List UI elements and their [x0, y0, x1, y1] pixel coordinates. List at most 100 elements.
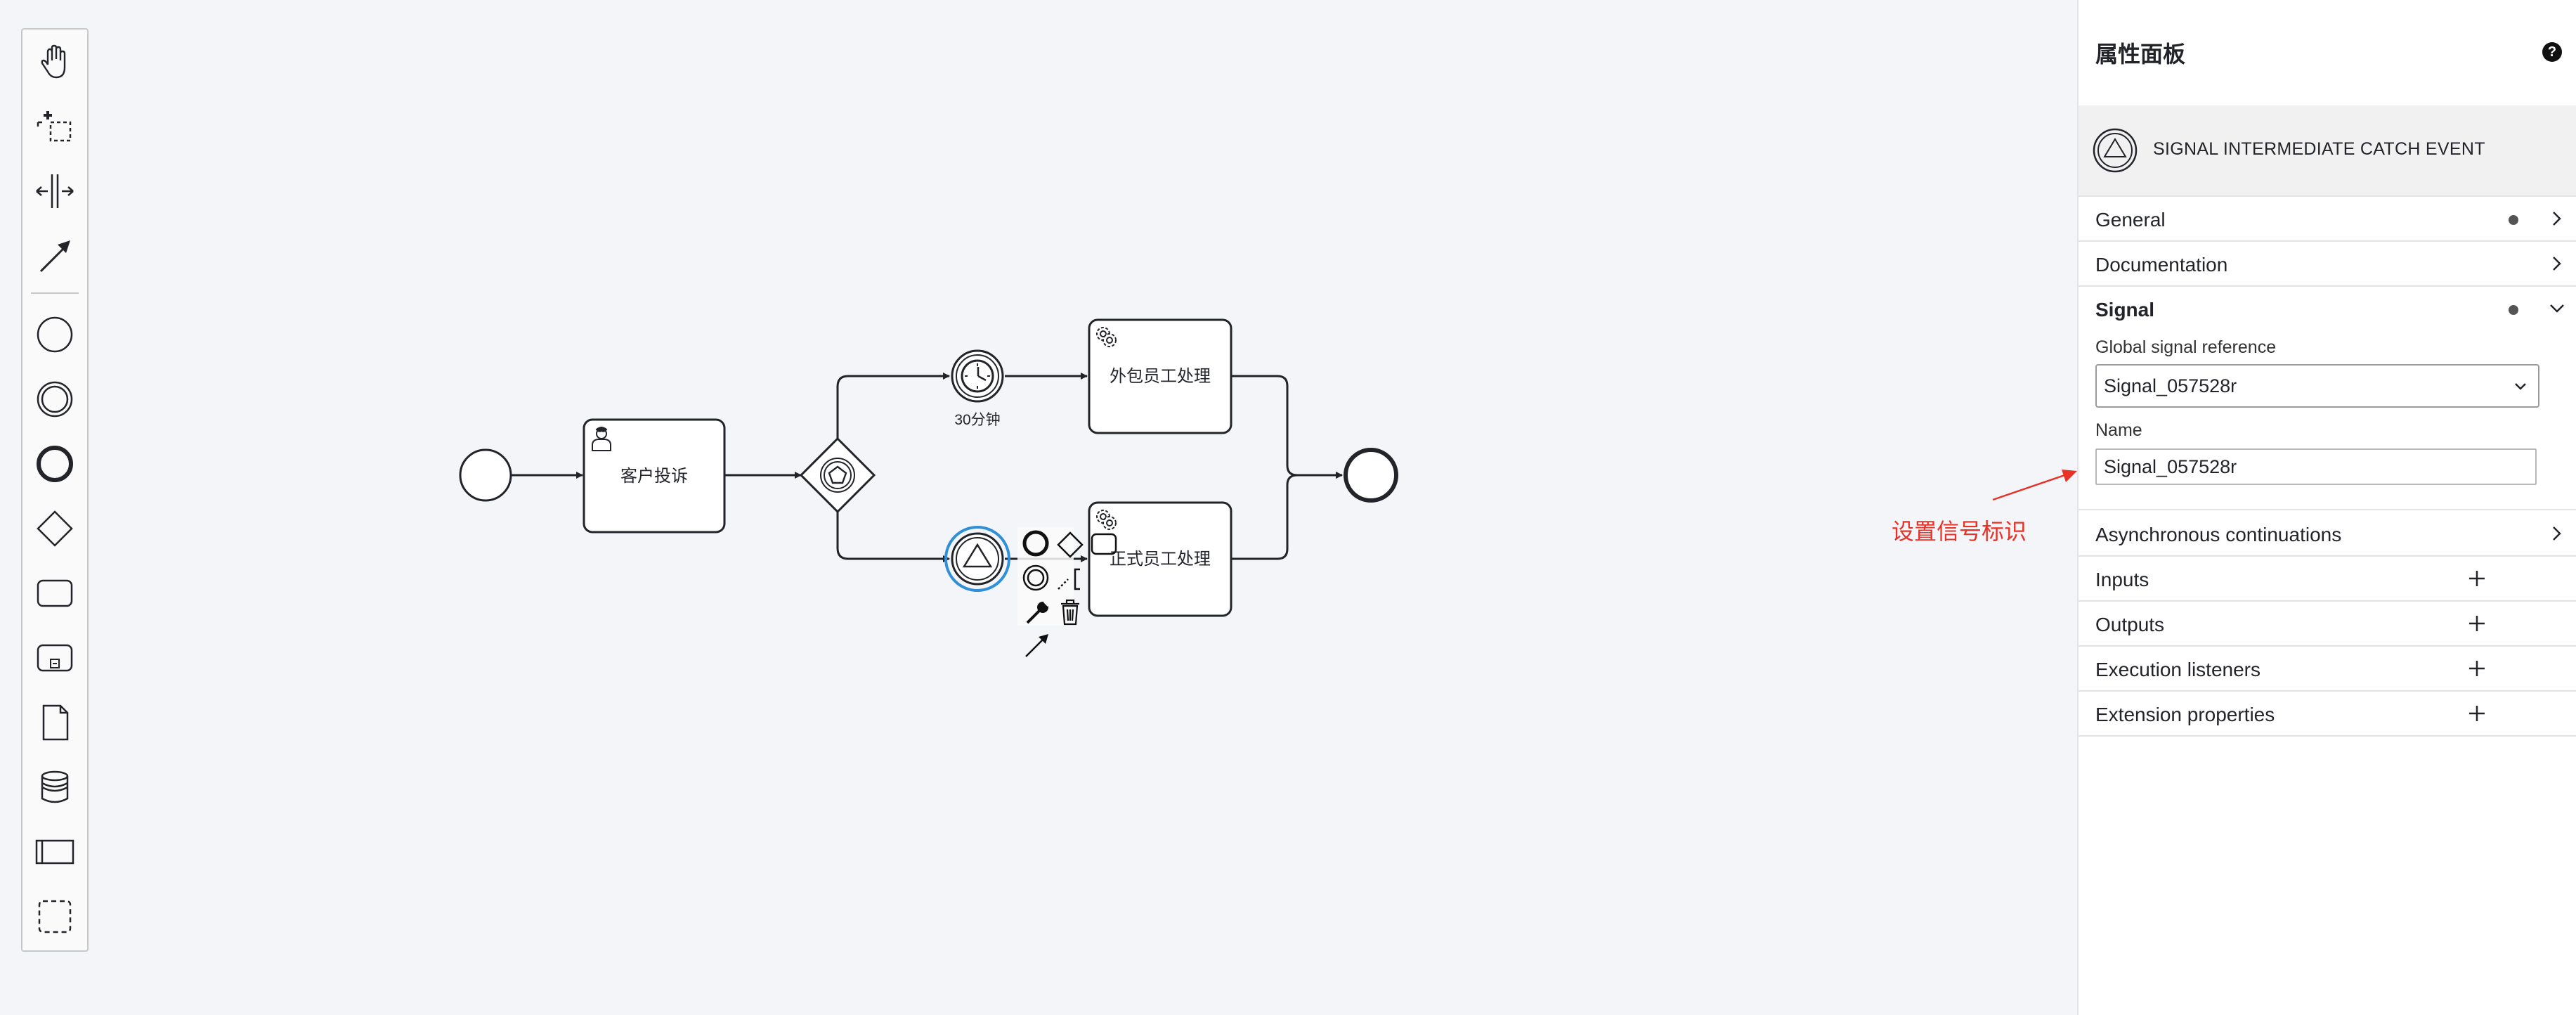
- gear-icon: [1096, 510, 1117, 530]
- pool-tool[interactable]: [32, 829, 77, 874]
- annotation-arrow: [1992, 470, 2077, 501]
- data-store-tool[interactable]: [32, 765, 77, 810]
- chevron-right-icon: [2553, 212, 2561, 226]
- element-type-label: SIGNAL INTERMEDIATE CATCH EVENT: [2153, 139, 2485, 159]
- panel-title: 属性面板: [2095, 41, 2186, 67]
- triangle-icon: [962, 543, 993, 568]
- database-icon: [41, 770, 69, 803]
- group-outputs[interactable]: Outputs: [2079, 602, 2576, 647]
- timer-intermediate-event[interactable]: [951, 349, 1004, 403]
- context-pad: [1017, 527, 1117, 657]
- bpmn-diagram: 客户投诉 30分钟: [459, 318, 1398, 657]
- group-inputs-label: Inputs: [2095, 569, 2149, 590]
- gear-icon: [1096, 327, 1117, 347]
- data-object-tool[interactable]: [32, 700, 77, 745]
- space-icon: [36, 174, 74, 208]
- dashed-rect-icon: [38, 900, 72, 933]
- intermediate-event-tool[interactable]: [32, 377, 77, 422]
- chevron-down-icon: [2515, 383, 2526, 390]
- panel-header: 属性面板 ?: [2079, 0, 2576, 105]
- annotation-text: 设置信号标识: [1892, 518, 2027, 545]
- append-task-icon[interactable]: [1091, 533, 1117, 555]
- task-complaint-label: 客户投诉: [620, 467, 688, 486]
- signal-name-input[interactable]: [2095, 448, 2537, 485]
- group-extension-properties-label: Extension properties: [2095, 704, 2275, 725]
- group-documentation-label: Documentation: [2095, 254, 2228, 276]
- sequence-flows: [511, 373, 1343, 562]
- lasso-tool[interactable]: [32, 104, 77, 149]
- user-icon: [592, 427, 611, 451]
- subprocess-icon: [37, 644, 73, 672]
- group-outputs-label: Outputs: [2095, 614, 2165, 635]
- append-intermediate-event-icon[interactable]: [1022, 564, 1049, 591]
- properties-panel: 属性面板 ? SIGNAL INTERMEDIATE CATCH EVENT G…: [2077, 0, 2576, 1015]
- group-inputs[interactable]: Inputs: [2079, 557, 2576, 602]
- timer-label: 30分钟: [954, 412, 1000, 428]
- task-regular[interactable]: 正式员工处理: [1088, 501, 1232, 617]
- end-event[interactable]: [1344, 448, 1398, 503]
- pool-icon: [35, 839, 74, 865]
- connect-arrow-icon[interactable]: [1025, 634, 1048, 657]
- wrench-icon[interactable]: [1026, 600, 1050, 624]
- diagram-canvas[interactable]: 客户投诉 30分钟: [0, 0, 2077, 1015]
- flow-gateway-to-signal[interactable]: [836, 511, 950, 562]
- plus-icon[interactable]: [2466, 703, 2487, 724]
- group-signal-label: Signal: [2095, 299, 2155, 321]
- flow-regular-to-end[interactable]: [1232, 472, 1343, 560]
- trash-icon[interactable]: [1061, 599, 1079, 626]
- hand-tool[interactable]: [32, 39, 77, 84]
- tool-palette: [21, 28, 89, 952]
- group-execution-listeners[interactable]: Execution listeners: [2079, 647, 2576, 692]
- group-async[interactable]: Asynchronous continuations: [2079, 512, 2576, 557]
- document-icon: [42, 704, 69, 741]
- plus-icon[interactable]: [2466, 613, 2487, 634]
- group-documentation[interactable]: Documentation: [2079, 242, 2576, 287]
- subprocess-tool[interactable]: [32, 635, 77, 680]
- group-tool[interactable]: [32, 894, 77, 939]
- arrow-icon: [39, 240, 70, 273]
- data-indicator-dot: [2509, 305, 2518, 315]
- chevron-down-icon: [2550, 304, 2564, 313]
- help-icon[interactable]: ?: [2542, 42, 2562, 62]
- start-event[interactable]: [459, 448, 512, 502]
- group-general-label: General: [2095, 209, 2166, 231]
- end-event-tool[interactable]: [32, 441, 77, 486]
- append-end-event-icon[interactable]: [1022, 530, 1049, 557]
- plus-icon[interactable]: [2466, 568, 2487, 589]
- task-tool[interactable]: [32, 571, 77, 616]
- connect-tool[interactable]: [32, 233, 77, 278]
- event-based-gateway[interactable]: [799, 437, 876, 514]
- group-signal[interactable]: Signal: [2079, 287, 2576, 326]
- clock-icon: [961, 359, 994, 393]
- global-signal-reference-label: Global signal reference: [2095, 337, 2277, 357]
- text-annotation-icon[interactable]: [1058, 568, 1080, 590]
- element-header: SIGNAL INTERMEDIATE CATCH EVENT: [2079, 105, 2576, 197]
- task-complaint[interactable]: 客户投诉: [583, 418, 726, 534]
- signal-name-label: Name: [2095, 420, 2142, 440]
- group-execution-listeners-label: Execution listeners: [2095, 659, 2261, 680]
- data-indicator-dot: [2509, 215, 2518, 225]
- append-gateway-icon[interactable]: [1057, 531, 1084, 558]
- flow-gateway-to-timer[interactable]: [836, 373, 950, 439]
- signal-group-body: Global signal reference Signal_057528r N…: [2079, 326, 2576, 510]
- group-extension-properties[interactable]: Extension properties: [2079, 692, 2576, 737]
- group-general[interactable]: General: [2079, 197, 2576, 242]
- group-async-label: Asynchronous continuations: [2095, 524, 2342, 545]
- global-signal-reference-select[interactable]: Signal_057528r: [2095, 364, 2539, 408]
- space-tool[interactable]: [32, 169, 77, 214]
- global-signal-reference-value: Signal_057528r: [2104, 375, 2237, 396]
- diamond-icon: [37, 510, 73, 547]
- chevron-right-icon: [2553, 257, 2561, 271]
- task-regular-label: 正式员工处理: [1110, 550, 1211, 569]
- circle-double-icon: [37, 381, 73, 418]
- task-outsourced[interactable]: 外包员工处理: [1088, 318, 1232, 434]
- task-outsourced-label: 外包员工处理: [1110, 367, 1211, 386]
- signal-intermediate-event[interactable]: [944, 526, 1010, 592]
- gateway-tool[interactable]: [32, 506, 77, 551]
- lasso-icon: [37, 111, 72, 142]
- plus-icon[interactable]: [2466, 658, 2487, 679]
- hand-icon: [41, 44, 66, 79]
- start-event-tool[interactable]: [32, 312, 77, 357]
- circle-thin-icon: [37, 316, 73, 353]
- chevron-right-icon: [2553, 526, 2561, 541]
